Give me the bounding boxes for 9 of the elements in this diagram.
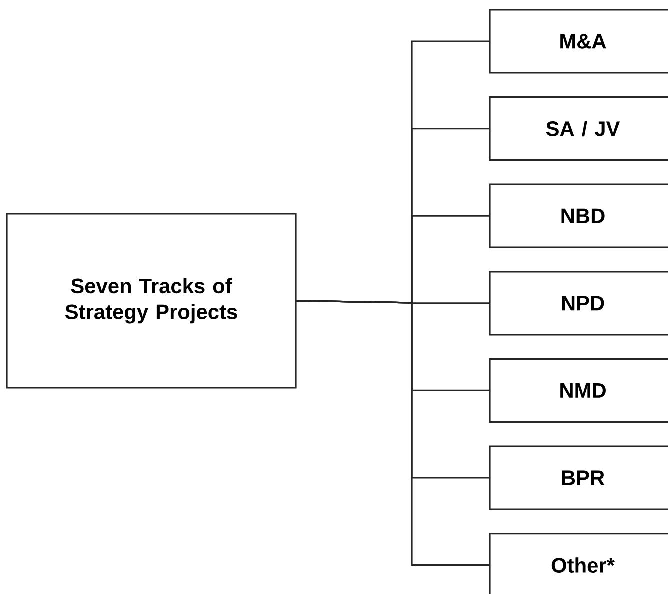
connector-line <box>296 300 490 566</box>
track-box: SA / JV <box>489 96 668 162</box>
track-box: M&A <box>489 9 668 74</box>
track-box: BPR <box>489 446 668 510</box>
track-box: NBD <box>489 184 668 248</box>
track-box: NPD <box>489 271 668 336</box>
title-box: Seven Tracks of Strategy Projects <box>6 213 297 389</box>
track-box: NMD <box>489 358 668 423</box>
track-box: Other* <box>489 533 668 594</box>
